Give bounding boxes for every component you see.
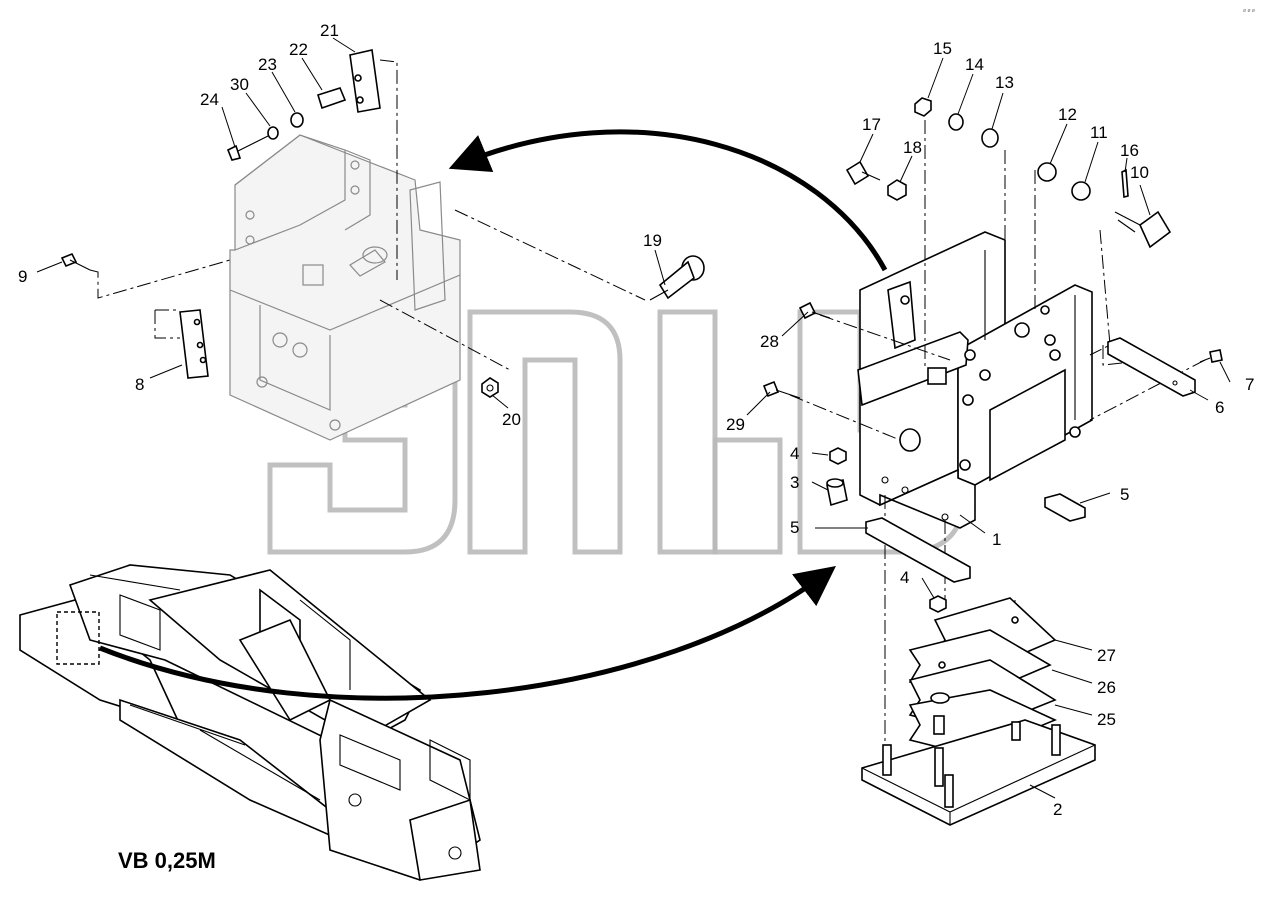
- callout-14: 14: [965, 55, 984, 74]
- callout-24: 24: [200, 90, 219, 109]
- callout-16: 16: [1120, 141, 1139, 160]
- shim-plates-5: [865, 493, 1086, 583]
- callout-labels: 1 2 3 4 4 5 5 6 7 8 9 10 11 12 13 14 15 …: [18, 21, 1254, 819]
- callout-2: 2: [1053, 800, 1062, 819]
- model-caption: VB 0,25M: [118, 848, 216, 873]
- callout-28: 28: [760, 332, 779, 351]
- nut-20: [379, 299, 511, 398]
- callout-4: 4: [900, 568, 909, 587]
- shim-stack-plates: [908, 597, 1057, 756]
- assembly-centerlines: [789, 120, 1206, 745]
- callout-17: 17: [862, 115, 881, 134]
- callout-8: 8: [135, 375, 144, 394]
- callout-12: 12: [1058, 105, 1077, 124]
- callout-4: 4: [790, 444, 799, 463]
- callout-25: 25: [1097, 710, 1116, 729]
- callout-15: 15: [933, 39, 952, 58]
- mounting-arrow-upper: [448, 129, 888, 272]
- callout-26: 26: [1097, 678, 1116, 697]
- screw-9: [60, 252, 231, 299]
- side-plate-6: [1107, 337, 1196, 397]
- spacer-3-nut-4: [826, 447, 947, 613]
- callout-6: 6: [1215, 398, 1224, 417]
- callout-30: 30: [230, 75, 249, 94]
- hinge-pin-set: [226, 49, 398, 280]
- fastener-group-top: [845, 97, 1172, 249]
- callout-23: 23: [258, 55, 277, 74]
- callout-20: 20: [502, 410, 521, 429]
- callout-21: 21: [320, 21, 339, 40]
- base-plate-2: [861, 719, 1096, 826]
- callout-3: 3: [790, 473, 799, 492]
- main-bracket-1: [857, 231, 1093, 529]
- callout-22: 22: [289, 40, 308, 59]
- mounted-bracket-assembly: [229, 134, 461, 441]
- locking-pin-19: [454, 209, 705, 301]
- machine-overview: [19, 564, 481, 881]
- callout-13: 13: [995, 73, 1014, 92]
- screw-7: [1199, 349, 1223, 363]
- callout-29: 29: [726, 415, 745, 434]
- screws-28-29: [762, 301, 831, 399]
- callout-5: 5: [790, 518, 799, 537]
- callout-19: 19: [643, 231, 662, 250]
- callout-10: 10: [1130, 163, 1149, 182]
- detail-highlight-box: [56, 611, 100, 665]
- spacer-block-8: [154, 309, 209, 379]
- callout-7: 7: [1245, 375, 1254, 394]
- callout-9: 9: [18, 267, 27, 286]
- callout-5: 5: [1120, 485, 1129, 504]
- callout-27: 27: [1097, 646, 1116, 665]
- leader-lines: [36, 37, 1231, 799]
- callout-18: 18: [903, 138, 922, 157]
- callout-11: 11: [1090, 123, 1108, 142]
- location-arrow-lower: [99, 565, 836, 701]
- corner-note: ø ø ø: [1243, 8, 1255, 14]
- callout-1: 1: [992, 530, 1001, 549]
